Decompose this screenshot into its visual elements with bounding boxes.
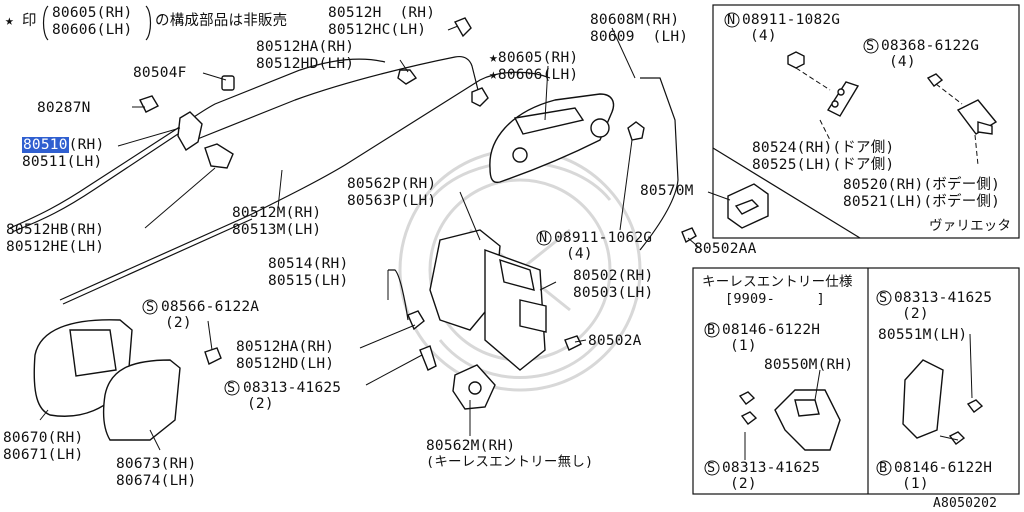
label-08146-keyless-qty: (1): [730, 338, 757, 354]
label-08313-main: 08313-41625: [243, 380, 342, 396]
label-80512hd-lower: 80512HD(LH): [236, 356, 335, 372]
label-80504f: 80504F: [133, 65, 187, 81]
label-08566-qty: (2): [165, 315, 192, 331]
label-80605: ★80605(RH): [489, 50, 579, 66]
rods: [9, 55, 679, 321]
label-80562m: 80562M(RH): [426, 438, 516, 454]
inset-variety-caption: ヴァリエッタ: [929, 218, 1012, 234]
label-80510-number: 80510: [22, 137, 69, 153]
label-80503: 80503(LH): [573, 285, 654, 301]
label-08911-inset-qty: (4): [750, 28, 777, 44]
label-80609: 80609 (LH): [590, 29, 689, 45]
label-80511: 80511(LH): [22, 154, 103, 170]
lock-assembly: [419, 229, 582, 410]
label-80673: 80673(RH): [116, 456, 197, 472]
label-08368: 08368-6122G: [881, 38, 980, 54]
label-08313-lh-qty: (2): [902, 306, 929, 322]
label-80512he: 80512HE(LH): [6, 239, 105, 255]
circle-s-c-letter: S: [866, 38, 875, 54]
inset-frames: [692, 4, 1020, 495]
label-80562p: 80562P(RH): [347, 176, 437, 192]
circle-n-a-letter: N: [727, 12, 736, 28]
label-80570m: 80570M: [640, 183, 694, 199]
label-80512ha: 80512HA(RH): [256, 39, 355, 55]
label-80512hd: 80512HD(LH): [256, 56, 355, 72]
note-star: ★: [5, 13, 14, 29]
circle-n-b-letter: N: [539, 230, 548, 246]
label-80287n: 80287N: [37, 100, 91, 116]
circle-s-e-letter: S: [879, 290, 888, 306]
label-80674: 80674(LH): [116, 473, 197, 489]
label-08911-inset: 08911-1082G: [742, 12, 841, 28]
striker: [681, 183, 769, 244]
label-80521: 80521(LH)(ボデー側): [843, 194, 1001, 210]
circle-b-b-letter: B: [879, 460, 888, 476]
label-80512hb: 80512HB(RH): [6, 222, 105, 238]
label-80502aa: 80502AA: [694, 241, 757, 257]
leader-lines: [39, 25, 973, 460]
circle-s-d-letter: S: [707, 460, 716, 476]
label-80670: 80670(RH): [3, 430, 84, 446]
label-80671: 80671(LH): [3, 447, 84, 463]
label-80551m: 80551M(LH): [878, 327, 968, 343]
label-80550m: 80550M(RH): [764, 357, 854, 373]
inner-handle: [33, 319, 222, 441]
label-80525: 80525(LH)(ドア側): [752, 157, 895, 173]
inset-keyless-parts: [738, 359, 984, 451]
label-80510-side: (RH): [68, 137, 105, 153]
label-80562m-note: (キーレスエントリー無し): [426, 454, 594, 470]
label-80515: 80515(LH): [268, 273, 349, 289]
label-08911-main: 08911-1062G: [554, 230, 653, 246]
label-80502a: 80502A: [588, 333, 642, 349]
label-08313-keyless-qty: (2): [730, 476, 757, 492]
note-rh: 80605(RH): [52, 5, 133, 21]
label-80524: 80524(RH)(ドア側): [752, 140, 895, 156]
label-80510: 80510(RH): [22, 137, 104, 153]
label-80512hc: 80512HC(LH): [328, 22, 427, 38]
label-08313-keyless: 08313-41625: [722, 460, 821, 476]
label-08313-lh: 08313-41625: [894, 290, 993, 306]
label-08566: 08566-6122A: [161, 299, 260, 315]
circle-b-a-letter: B: [707, 322, 716, 338]
reference-code: A8050202: [933, 496, 998, 511]
inset-keyless-title: キーレスエントリー仕様: [702, 274, 853, 290]
circle-s-b-letter: S: [227, 380, 236, 396]
label-80520: 80520(RH)(ボデー側): [843, 177, 1001, 193]
label-80512m: 80512M(RH): [232, 205, 322, 221]
label-80512h: 80512H (RH): [328, 5, 436, 21]
note-prefix: 印: [22, 13, 37, 29]
label-08146-lh-qty: (1): [902, 476, 929, 492]
label-80502: 80502(RH): [573, 268, 654, 284]
circle-s-a-letter: S: [146, 299, 155, 315]
note-suffix: の構成部品は非販売: [155, 13, 288, 29]
label-08911-main-qty: (4): [566, 246, 593, 262]
label-80514: 80514(RH): [268, 256, 349, 272]
label-80608m: 80608M(RH): [590, 12, 680, 28]
small-parts: [139, 17, 489, 331]
label-08313-main-qty: (2): [247, 396, 274, 412]
inset-variety-parts: [787, 51, 998, 166]
label-80606: ★80606(LH): [489, 67, 579, 83]
label-80512ha-lower: 80512HA(RH): [236, 339, 335, 355]
outer-handle: [489, 93, 645, 184]
note-lh: 80606(LH): [52, 22, 133, 38]
label-80513m: 80513M(LH): [232, 222, 322, 238]
label-08368-qty: (4): [889, 54, 916, 70]
label-80563p: 80563P(LH): [347, 193, 437, 209]
label-08146-keyless: 08146-6122H: [722, 322, 821, 338]
label-08146-lh: 08146-6122H: [894, 460, 993, 476]
inset-keyless-date: [9909- ]: [725, 291, 825, 307]
